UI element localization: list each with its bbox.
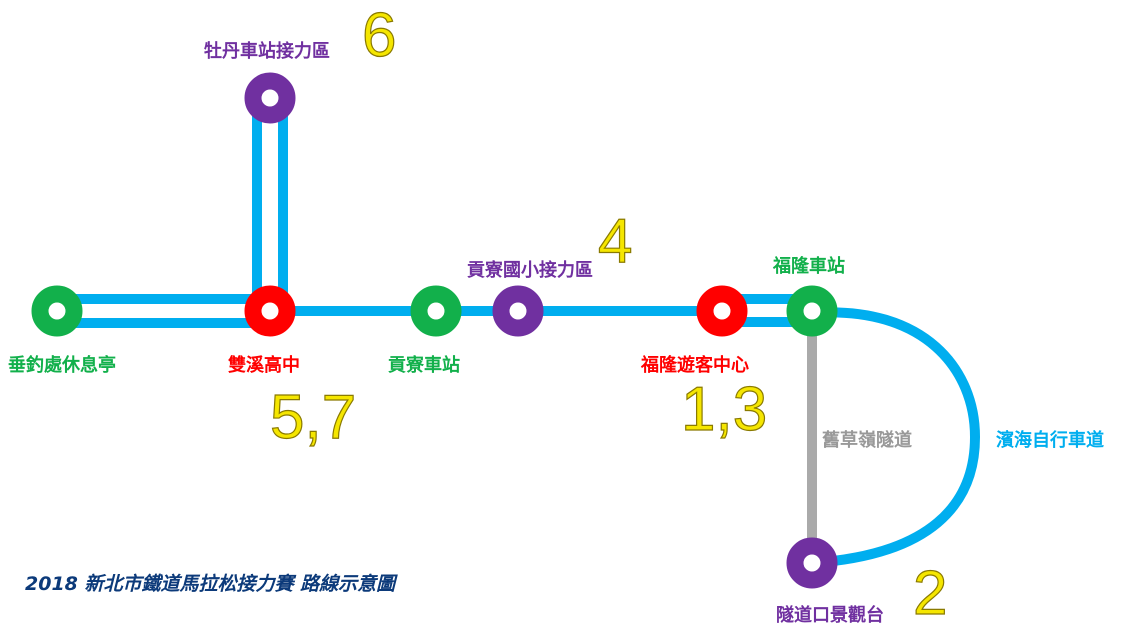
- station-label-visitor-center: 福隆遊客中心: [640, 354, 749, 376]
- station-marker-gongliao-school[interactable]: [492, 285, 544, 337]
- station-marker-chuidiao[interactable]: [31, 285, 83, 337]
- station-label-fulong-station: 福隆車站: [772, 255, 845, 277]
- station-marker-shuangxi[interactable]: [244, 285, 296, 337]
- station-label-mudan: 牡丹車站接力區: [204, 40, 330, 62]
- route-label-coastal-bikeway: 濱海自行車道: [996, 429, 1104, 451]
- leg-number-tunnel-viewpoint: 2: [913, 559, 947, 628]
- station-label-gongliao-station: 貢寮車站: [388, 354, 460, 376]
- route-label-old-tunnel: 舊草嶺隧道: [822, 429, 912, 451]
- station-markers: [31, 72, 838, 589]
- station-label-tunnel-viewpoint: 隧道口景觀台: [776, 604, 884, 626]
- map-caption: 2018 新北市鐵道馬拉松接力賽 路線示意圖: [25, 573, 398, 595]
- station-label-chuidiao: 垂釣處休息亭: [8, 354, 116, 376]
- leg-number-visitor-center: 1,3: [681, 375, 767, 444]
- leg-number-gongliao-school: 4: [598, 207, 632, 276]
- station-marker-mudan[interactable]: [244, 72, 296, 124]
- station-marker-tunnel-viewpoint[interactable]: [786, 537, 838, 589]
- leg-number-mudan: 6: [362, 1, 396, 70]
- station-label-gongliao-school: 貢寮國小接力區: [467, 259, 593, 281]
- station-marker-gongliao-station[interactable]: [410, 285, 462, 337]
- station-label-shuangxi: 雙溪高中: [228, 354, 300, 376]
- station-marker-fulong-station[interactable]: [786, 285, 838, 337]
- coastal-bikeway-line: [811, 307, 981, 568]
- leg-number-shuangxi: 5,7: [270, 383, 356, 452]
- station-marker-visitor-center[interactable]: [696, 285, 748, 337]
